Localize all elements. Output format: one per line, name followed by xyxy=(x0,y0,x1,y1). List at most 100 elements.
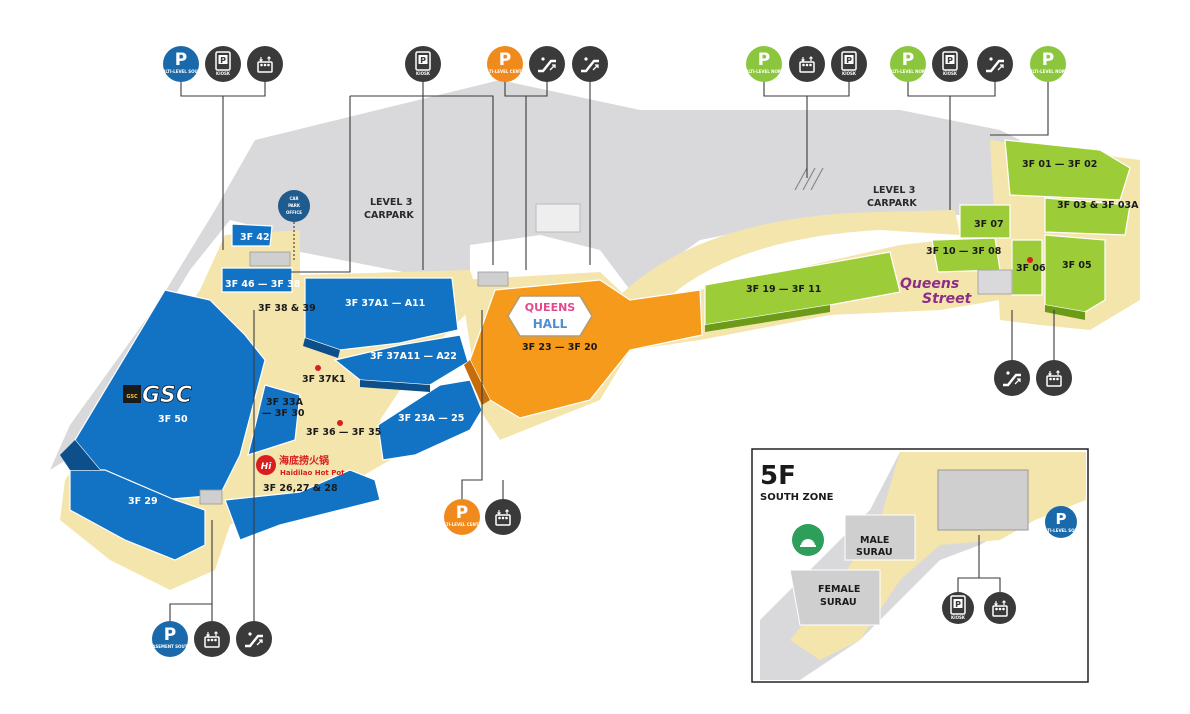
car-park-office-marker[interactable]: CAR PARK OFFICE xyxy=(278,190,310,222)
carpark-area xyxy=(50,80,1020,470)
svg-text:P: P xyxy=(758,50,770,70)
kiosk-central-icon[interactable]: KIOSK xyxy=(405,46,441,82)
unit-3f23a-label: 3F 23A — 25 xyxy=(398,413,464,424)
unit-3f19-11-label: 3F 19 — 3F 11 xyxy=(746,284,821,295)
unit-3f01-02-label: 3F 01 — 3F 02 xyxy=(1022,159,1097,170)
unit-3f19-11-shape[interactable] xyxy=(704,251,901,326)
unit-3f01-02-shape[interactable] xyxy=(1004,139,1131,201)
mosque-icon[interactable] xyxy=(792,524,824,556)
parking-north-icon-3[interactable]: P MULTI-LEVEL NORTH xyxy=(1025,46,1071,82)
parking-central-icon-bottom[interactable]: P MULTI-LEVEL CENTRAL xyxy=(437,499,488,535)
svg-text:P: P xyxy=(1042,50,1054,70)
svg-text:P: P xyxy=(456,503,468,523)
unit-3f42-shape[interactable] xyxy=(231,223,273,247)
male-surau-label: MALE xyxy=(860,535,889,546)
svg-text:MULTI-LEVEL NORTH: MULTI-LEVEL NORTH xyxy=(1025,69,1071,74)
south-zone-units xyxy=(69,223,483,561)
lift-icon[interactable] xyxy=(247,46,283,82)
svg-text:HALL: HALL xyxy=(533,317,568,331)
svg-text:OFFICE: OFFICE xyxy=(286,210,302,215)
north-zone-units xyxy=(704,139,1131,326)
parking-central-icon[interactable]: P MULTI-LEVEL CENTRAL xyxy=(480,46,531,82)
inset-subtitle: SOUTH ZONE xyxy=(760,492,834,503)
escalator-north-icon[interactable] xyxy=(977,46,1013,82)
svg-text:MULTI-LEVEL NORTH: MULTI-LEVEL NORTH xyxy=(741,69,787,74)
svg-text:Queens: Queens xyxy=(900,276,959,292)
female-surau-shape[interactable] xyxy=(789,569,881,626)
walkway-curve-north xyxy=(615,210,960,305)
unit-3f37a11-label: 3F 37A11 — A22 xyxy=(370,351,457,362)
svg-text:P: P xyxy=(175,50,187,70)
svg-text:BASEMENT SOUTH: BASEMENT SOUTH xyxy=(149,644,191,649)
unit-3f07-shape[interactable] xyxy=(959,204,1011,239)
lift-north-icon[interactable] xyxy=(789,46,825,82)
parking-south-icon[interactable]: P MULTI-LEVEL SOUTH xyxy=(158,46,204,82)
male-surau-shape[interactable] xyxy=(844,514,916,561)
lift-north-icon-bottom[interactable] xyxy=(1036,360,1072,396)
parking-basement-icon[interactable]: P BASEMENT SOUTH xyxy=(149,621,191,657)
unit-3f37a1-label: 3F 37A1 — A11 xyxy=(345,298,425,309)
svg-text:MULTI-LEVEL SOUTH: MULTI-LEVEL SOUTH xyxy=(1038,528,1084,533)
carpark-ramps xyxy=(794,167,824,191)
unit-3f46-38-label: 3F 46 — 3F 38 xyxy=(225,279,301,290)
parking-north-icon-2[interactable]: P MULTI-LEVEL NORTH xyxy=(885,46,931,82)
kiosk-north-icon-2[interactable]: KIOSK xyxy=(932,46,968,82)
svg-text:P: P xyxy=(499,50,511,70)
escalator-south-icon[interactable] xyxy=(236,621,272,657)
lift-south-icon[interactable] xyxy=(194,621,230,657)
escalator-icon[interactable] xyxy=(529,46,565,82)
south-zone-edges xyxy=(60,338,430,470)
svg-text:GSC: GSC xyxy=(142,383,192,408)
north-carpark-label-2: CARPARK xyxy=(867,198,917,209)
north-carpark-label-1: LEVEL 3 xyxy=(873,185,915,196)
unit-3f33a-label: 3F 33A xyxy=(266,397,304,408)
svg-text:KIOSK: KIOSK xyxy=(943,71,958,76)
unit-3f29-shape[interactable] xyxy=(69,469,206,561)
parking-inset-icon[interactable]: P MULTI-LEVEL SOUTH xyxy=(1038,506,1084,538)
central-zone-edge xyxy=(464,360,490,405)
parking-north-icon[interactable]: P MULTI-LEVEL NORTH xyxy=(741,46,787,82)
svg-text:GSC: GSC xyxy=(126,394,138,400)
svg-text:KIOSK: KIOSK xyxy=(416,71,431,76)
svg-text:QUEENS: QUEENS xyxy=(525,301,576,314)
lift-central-icon[interactable] xyxy=(485,499,521,535)
kiosk-inset-icon[interactable]: KIOSK xyxy=(942,592,974,624)
lift-inset-icon[interactable] xyxy=(984,592,1016,624)
carpark-structure xyxy=(535,203,581,233)
kiosk-north-icon[interactable]: KIOSK xyxy=(831,46,867,82)
stair-block-3f29 xyxy=(199,489,223,505)
queens-street-logo[interactable]: Queens Street xyxy=(900,276,973,307)
escalator-icon-2[interactable] xyxy=(572,46,608,82)
central-escalator-block xyxy=(477,271,509,287)
svg-text:P: P xyxy=(902,50,914,70)
svg-text:MULTI-LEVEL CENTRAL: MULTI-LEVEL CENTRAL xyxy=(480,69,531,74)
unit-3f23a-shape[interactable] xyxy=(377,379,483,461)
unit-3f03-shape[interactable] xyxy=(1044,197,1131,236)
inset-5f-south-zone: 5F SOUTH ZONE MALE SURAU FEMALE SURAU P … xyxy=(751,448,1089,683)
icon-connector-lines xyxy=(169,82,1055,622)
svg-text:MULTI-LEVEL CENTRAL: MULTI-LEVEL CENTRAL xyxy=(437,522,488,527)
queens-hall-logo[interactable]: QUEENS HALL xyxy=(507,295,593,337)
unit-3f26-label: 3F 26,27 & 28 xyxy=(263,483,338,494)
svg-text:海底捞火锅: 海底捞火锅 xyxy=(279,454,329,467)
svg-text:KIOSK: KIOSK xyxy=(216,71,231,76)
stair-block-3f38 xyxy=(249,251,291,267)
unit-3f50-label: 3F 50 xyxy=(158,414,188,425)
unit-3f05-shape[interactable] xyxy=(1044,234,1106,313)
south-carpark-label-1: LEVEL 3 xyxy=(370,197,412,208)
north-stair-block xyxy=(977,269,1013,295)
escalator-north-icon-bottom[interactable] xyxy=(994,360,1030,396)
unit-3f46-38-shape[interactable] xyxy=(221,267,293,293)
unit-3f26-shape[interactable] xyxy=(224,469,381,541)
svg-text:Street: Street xyxy=(922,291,973,307)
svg-text:Hi: Hi xyxy=(261,462,273,472)
haidilao-logo[interactable]: Hi 海底捞火锅 Haidilao Hot Pot xyxy=(256,454,345,477)
unit-3f42-label: 3F 42 xyxy=(240,232,270,243)
gsc-logo[interactable]: GSC GSC xyxy=(123,383,192,408)
inset-title: 5F xyxy=(760,461,796,491)
north-zone-edges xyxy=(705,305,1085,332)
kiosk-icon[interactable]: KIOSK xyxy=(205,46,241,82)
pin-3f37k1 xyxy=(315,365,321,371)
unit-3f07-label: 3F 07 xyxy=(974,219,1004,230)
